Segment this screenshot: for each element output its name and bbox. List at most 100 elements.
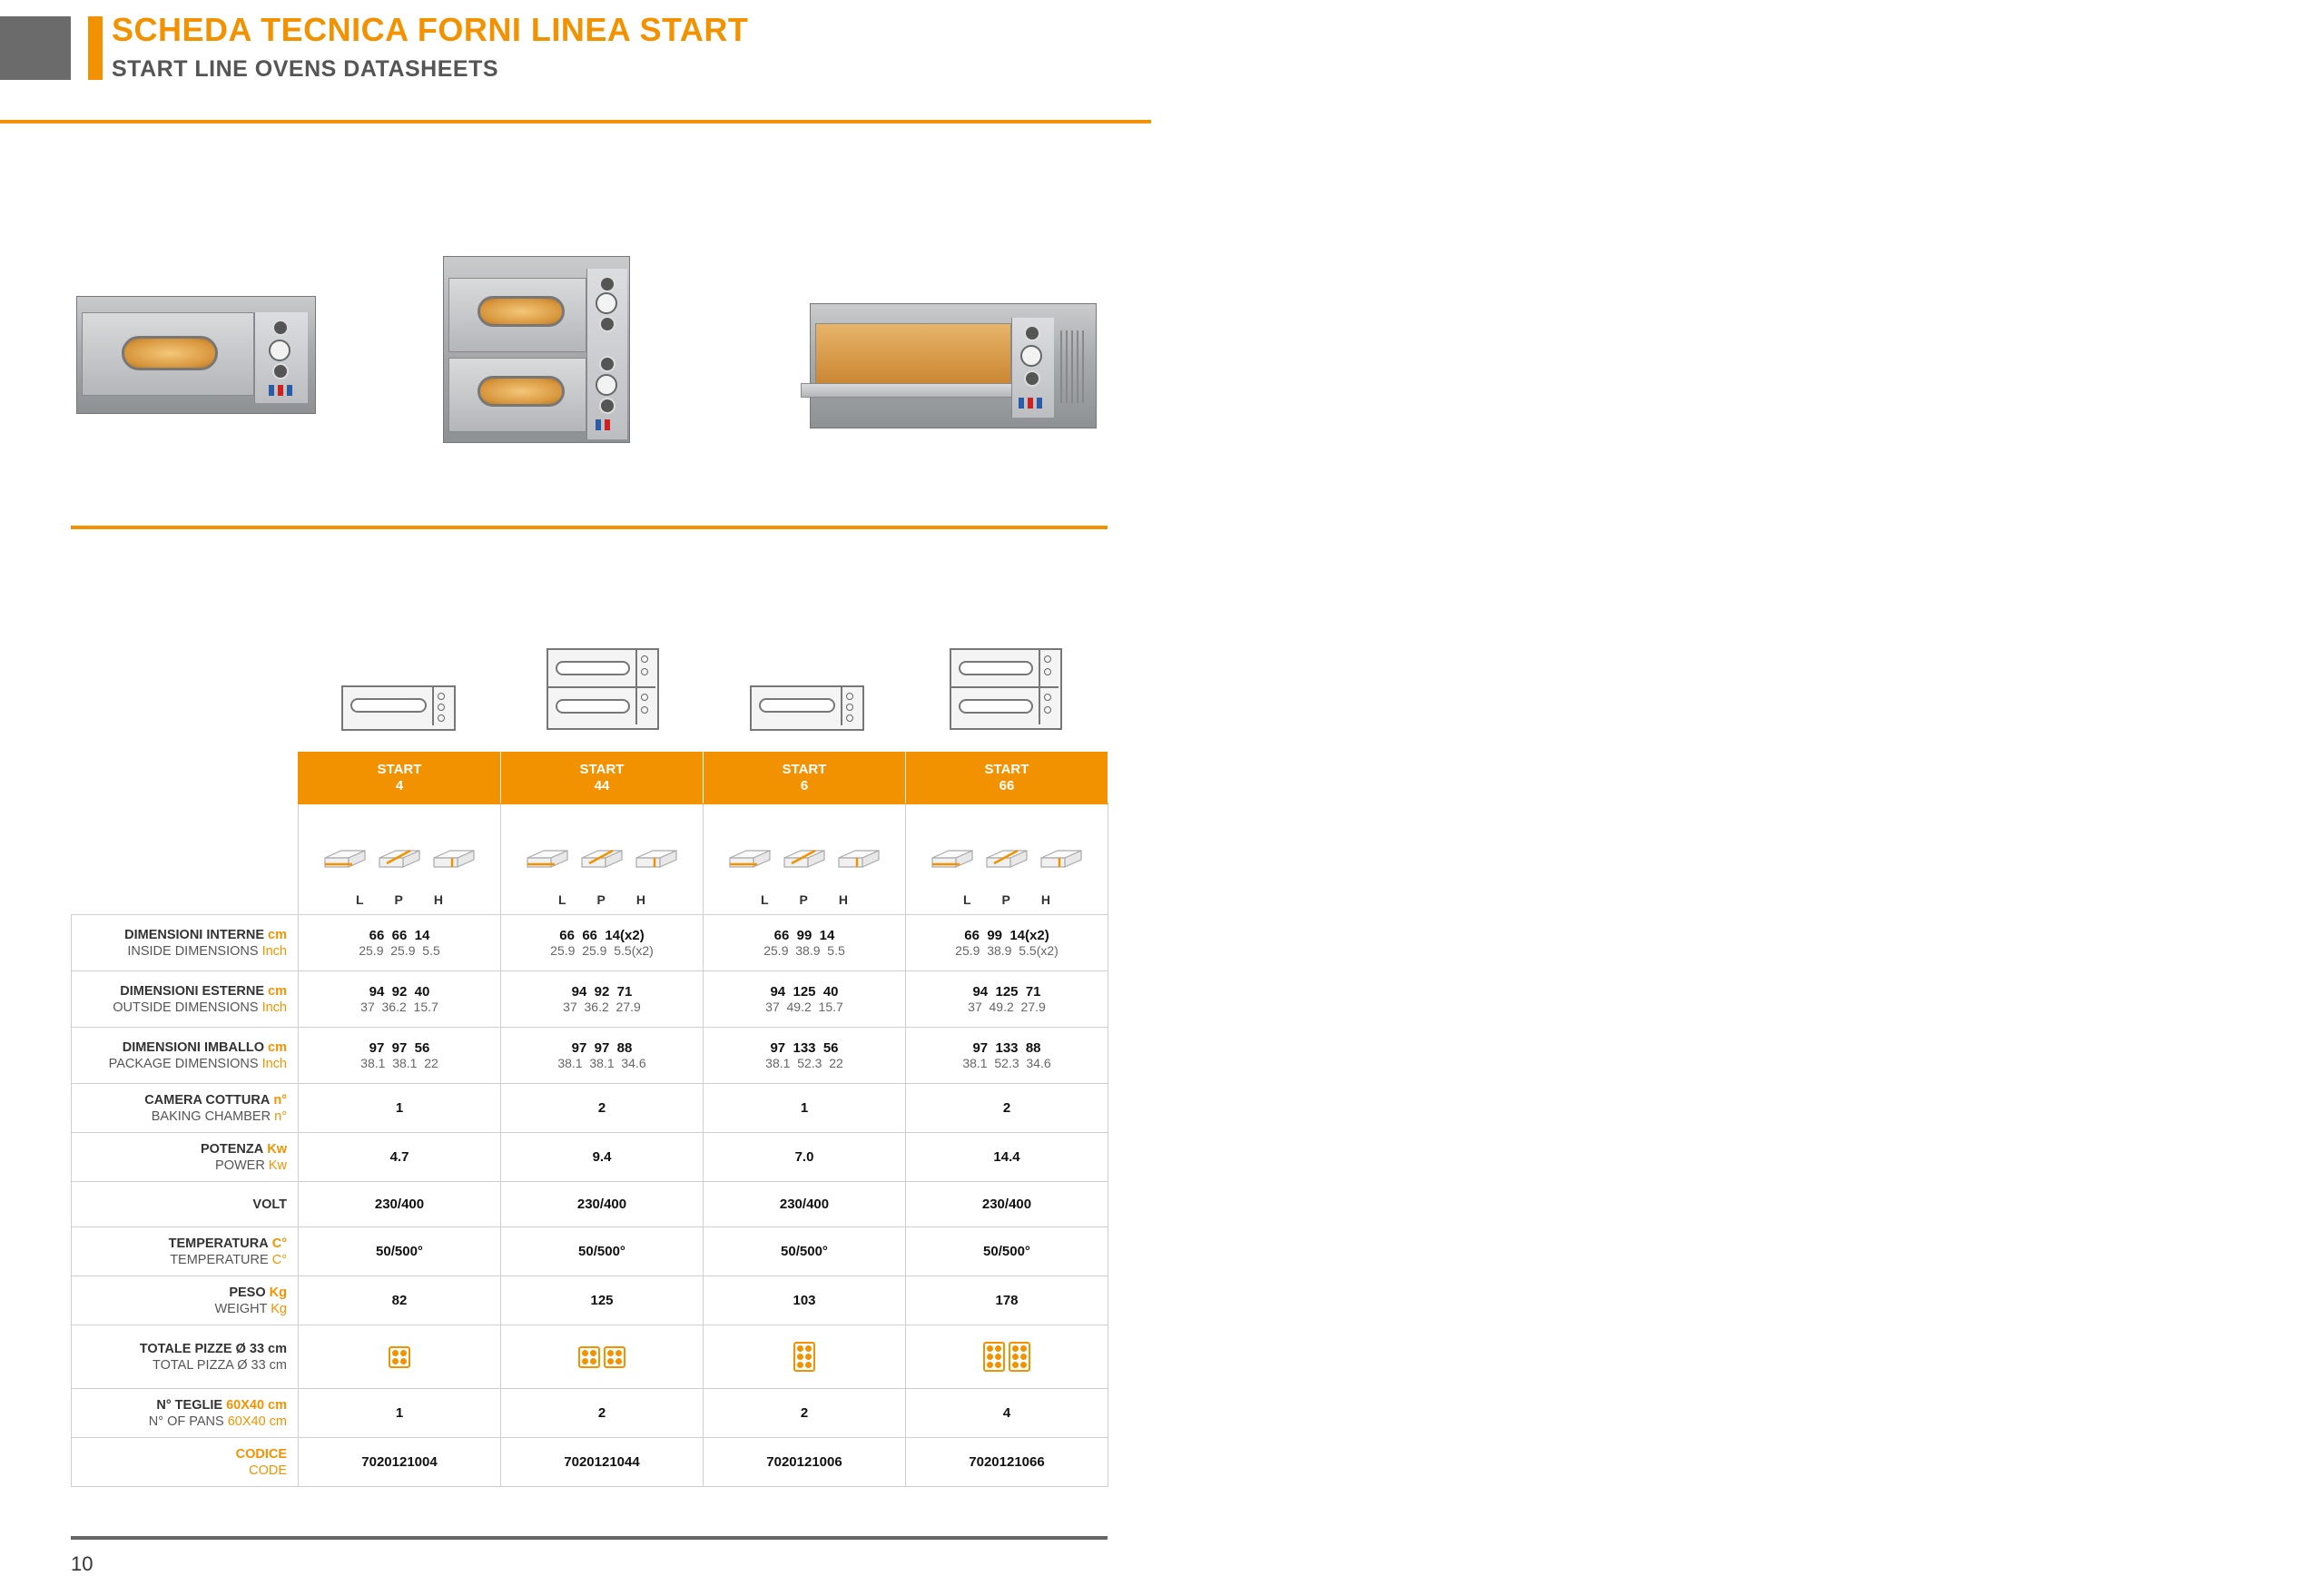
value-imperial: 25.9 25.9 5.5(x2) — [550, 943, 654, 958]
value-cell: 7020121044 — [500, 1437, 704, 1487]
lph-label: H — [1040, 892, 1050, 907]
value-cell: 230/400 — [703, 1181, 906, 1227]
value-imperial: 37 49.2 27.9 — [968, 1000, 1046, 1014]
model-number: 6 — [800, 778, 809, 793]
value-cell: 125 — [500, 1276, 704, 1325]
lph-label: L — [355, 892, 364, 907]
value-cell: 4 — [905, 1388, 1108, 1438]
value-text: 50/500° — [781, 1244, 828, 1259]
oven-photo-single — [76, 296, 316, 414]
value-cell: 230/400 — [500, 1181, 704, 1227]
value-cell: 2 — [905, 1083, 1108, 1133]
value-cell — [500, 1325, 704, 1389]
value-cell: 50/500° — [500, 1226, 704, 1276]
value-cell: 230/400 — [298, 1181, 501, 1227]
row-unit-it: Kg — [269, 1285, 287, 1300]
value-cell: 7.0 — [703, 1132, 906, 1182]
row-label-en: CODE — [249, 1463, 287, 1478]
value-metric: 66 99 14 — [773, 928, 835, 943]
row-label-it: CAMERA COTTURA — [144, 1092, 271, 1108]
row-label-en: N° OF PANS — [148, 1413, 224, 1429]
value-imperial: 38.1 52.3 34.6 — [962, 1056, 1051, 1070]
value-imperial: 38.1 38.1 22 — [360, 1056, 438, 1070]
oven-photo-wide — [801, 303, 1097, 430]
lph-label: L — [962, 892, 971, 907]
value-text: 230/400 — [981, 1197, 1032, 1212]
value-cell: 230/400 — [905, 1181, 1108, 1227]
row-unit-en: Kg — [271, 1301, 287, 1316]
row-unit-it: C° — [271, 1236, 287, 1251]
page-title: SCHEDA TECNICA FORNI LINEA START — [112, 11, 749, 48]
dimension-h-diagram-icon — [433, 850, 475, 868]
row-label-it: DIMENSIONI ESTERNE — [120, 983, 264, 999]
lph-label: P — [596, 892, 606, 907]
header-grey-block — [0, 16, 71, 80]
value-metric: 97 133 88 — [972, 1040, 1041, 1056]
value-metric: 97 97 88 — [571, 1040, 633, 1056]
row-label-it: TOTALE PIZZE Ø 33 cm — [139, 1341, 287, 1356]
value-cell: 50/500° — [703, 1226, 906, 1276]
value-cell: 103 — [703, 1276, 906, 1325]
value-text: 230/400 — [576, 1197, 627, 1212]
lph-label: P — [1001, 892, 1010, 907]
row-label-it: CODICE — [235, 1446, 287, 1462]
value-text: 230/400 — [374, 1197, 425, 1212]
row-label-en: TOTAL PIZZA Ø 33 cm — [153, 1357, 287, 1373]
pizza-capacity-icon — [578, 1345, 600, 1368]
row-label-en: PACKAGE DIMENSIONS — [108, 1056, 259, 1071]
dimension-h-diagram-icon — [1040, 850, 1082, 868]
value-cell — [298, 1325, 501, 1389]
value-metric: 66 99 14(x2) — [964, 928, 1049, 943]
row-unit-en: n° — [274, 1108, 287, 1124]
pizza-capacity-icon — [389, 1345, 410, 1368]
value-cell: 2 — [500, 1388, 704, 1438]
value-metric: 94 125 40 — [770, 984, 839, 1000]
lph-label: H — [838, 892, 848, 907]
value-imperial: 25.9 38.9 5.5 — [763, 943, 845, 958]
dimension-p-diagram-icon — [581, 849, 623, 868]
value-cell: 14.4 — [905, 1132, 1108, 1182]
drawing-start-6 — [750, 685, 864, 731]
value-text: 82 — [391, 1293, 408, 1308]
value-text: 178 — [995, 1293, 1019, 1308]
value-text: 2 — [800, 1405, 809, 1421]
value-cell: 9.4 — [500, 1132, 704, 1182]
value-text: 7020121066 — [969, 1454, 1045, 1470]
lph-label: P — [799, 892, 808, 907]
dimension-p-diagram-icon — [783, 849, 825, 868]
row-label: CAMERA COTTURA n°BAKING CHAMBER n° — [71, 1083, 299, 1133]
value-imperial: 25.9 25.9 5.5 — [359, 943, 440, 958]
model-name: START — [377, 762, 422, 777]
row-unit-it: cm — [268, 983, 287, 999]
lph-label: P — [394, 892, 403, 907]
lph-label: L — [760, 892, 769, 907]
row-label-en: INSIDE DIMENSIONS — [127, 943, 259, 959]
value-cell: 66 99 14(x2)25.9 38.9 5.5(x2) — [905, 914, 1108, 971]
value-text: 1 — [395, 1100, 404, 1116]
value-imperial: 37 36.2 27.9 — [563, 1000, 641, 1014]
table-row: TEMPERATURA C°TEMPERATURE C° 50/500° 50/50… — [71, 1226, 1108, 1276]
dimension-diagrams — [299, 845, 500, 872]
value-imperial: 38.1 38.1 34.6 — [557, 1056, 646, 1070]
row-unit-it: n° — [273, 1092, 287, 1108]
value-imperial: 37 49.2 15.7 — [765, 1000, 843, 1014]
row-label: TEMPERATURA C°TEMPERATURE C° — [71, 1226, 299, 1276]
